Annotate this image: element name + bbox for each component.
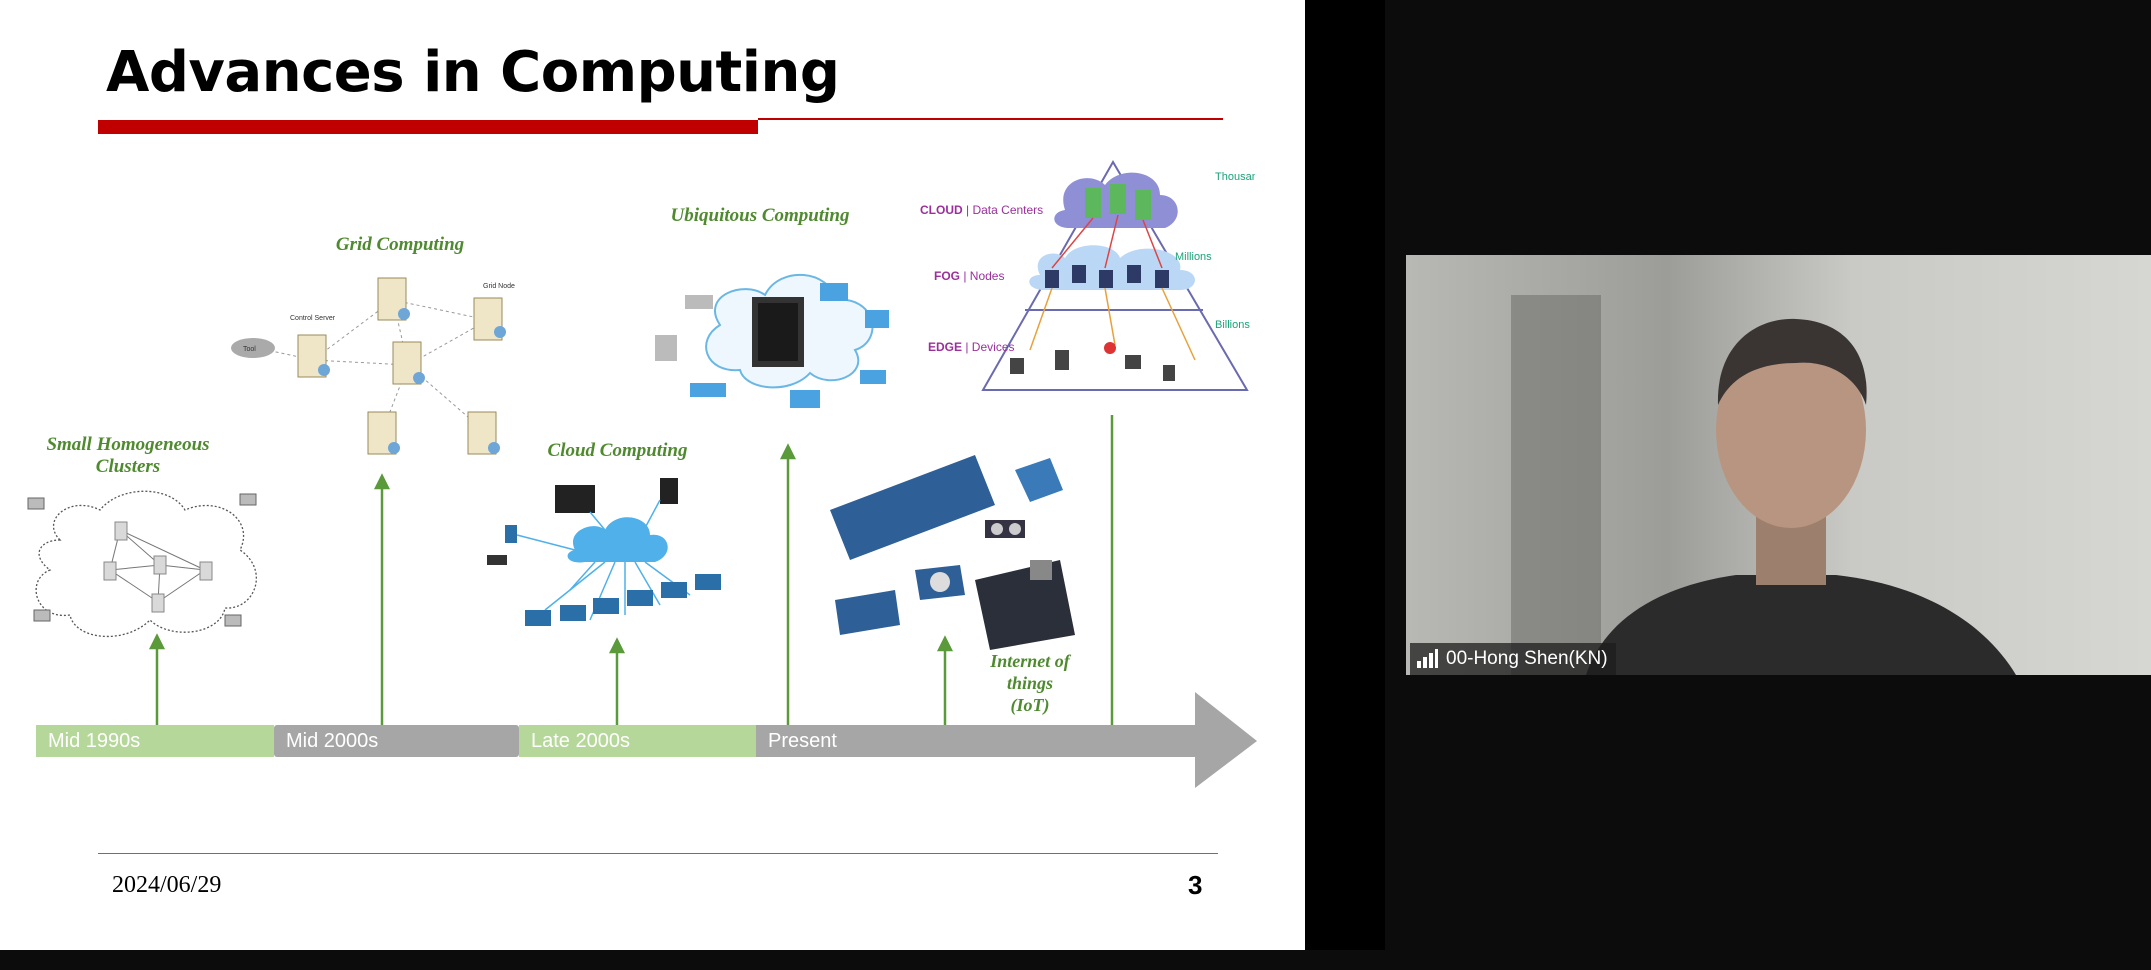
timeline-arrowhead bbox=[1195, 692, 1257, 788]
pyramid-fog-layer-label: FOG | Nodes bbox=[934, 269, 1005, 283]
grid-node-label: Grid Node bbox=[483, 283, 515, 290]
slide-page-number: 3 bbox=[1188, 870, 1203, 900]
era-label-iot: Internet of things (IoT) bbox=[990, 651, 1070, 715]
pyramid-millions-label: Millions bbox=[1175, 251, 1212, 263]
timeline-arrows bbox=[148, 415, 1114, 725]
participant-name-label: 00-Hong Shen(KN) bbox=[1410, 643, 1616, 675]
cluster-network-illustration bbox=[27, 490, 257, 638]
cloud-computing-illustration bbox=[487, 478, 721, 626]
grid-computing-illustration: Control Server Grid Node Tool bbox=[231, 277, 515, 455]
participant-name-text: 00-Hong Shen(KN) bbox=[1446, 648, 1608, 669]
participant-video-tile[interactable]: 00-Hong Shen(KN) bbox=[1406, 255, 2151, 675]
grid-control-server-label: Control Server bbox=[290, 315, 336, 322]
era-label-cloud: Cloud Computing bbox=[547, 440, 688, 461]
slide-title: Advances in Computing bbox=[106, 40, 840, 105]
grid-tool-label: Tool bbox=[243, 346, 256, 353]
slide-date: 2024/06/29 bbox=[112, 872, 222, 898]
timeline-segment-late-2000s: Late 2000s bbox=[519, 725, 756, 757]
pyramid-cloud-layer-label: CLOUD | Data Centers bbox=[920, 203, 1044, 217]
era-label-grid: Grid Computing bbox=[335, 234, 465, 255]
pyramid-thousands-label: Thousands bbox=[1215, 171, 1255, 183]
pyramid-edge-layer-label: EDGE | Devices bbox=[928, 340, 1015, 354]
presentation-slide: Advances in Computing Small Homogeneous … bbox=[0, 0, 1305, 950]
signal-bars-icon bbox=[1417, 649, 1438, 668]
timeline-segment-mid-2000s: Mid 2000s bbox=[274, 725, 519, 757]
timeline-segment-present: Present bbox=[756, 725, 1196, 757]
title-underline-bar bbox=[98, 120, 758, 134]
ubiquitous-computing-illustration bbox=[655, 273, 889, 408]
cloud-fog-edge-pyramid: Thousands Millions Billions bbox=[981, 160, 1255, 391]
title-underline-line bbox=[758, 118, 1223, 120]
timeline-segment-mid-1990s: Mid 1990s bbox=[36, 725, 274, 757]
participant-video-feed bbox=[1406, 255, 2151, 675]
era-label-ubiquitous: Ubiquitous Computing bbox=[670, 205, 850, 226]
era-label-small-clusters: Small Homogeneous Clusters bbox=[46, 434, 210, 477]
footer-divider bbox=[98, 853, 1218, 854]
iot-devices-illustration bbox=[830, 455, 1075, 650]
slide-frame-border bbox=[1305, 0, 1385, 950]
pyramid-billions-label: Billions bbox=[1215, 319, 1250, 331]
